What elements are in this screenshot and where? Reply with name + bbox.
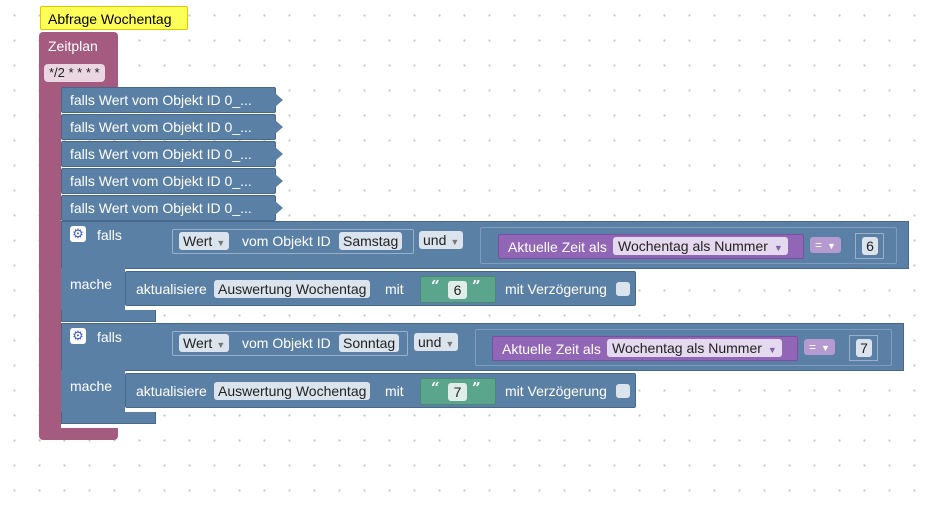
delay-label: mit Verzögerung <box>505 281 607 297</box>
time-format-dropdown[interactable]: Wochentag als Nummer▼ <box>607 339 782 357</box>
close-quote-icon: ” <box>472 379 481 397</box>
trigger-label: falls Wert vom Objekt ID 0_... <box>70 119 252 135</box>
object-id-field[interactable]: Sonntag <box>339 334 400 352</box>
target-object-field[interactable]: Auswertung Wochentag <box>214 280 371 298</box>
update-action-block[interactable] <box>125 271 636 306</box>
compare-operator-dropdown[interactable]: =▼ <box>810 237 841 253</box>
current-time-label: Aktuelle Zeit als <box>508 239 607 255</box>
text-value-field[interactable]: 6 <box>448 281 467 299</box>
trigger-label: falls Wert vom Objekt ID 0_... <box>70 200 252 216</box>
schedule-block-bottom <box>39 428 118 440</box>
object-id-field[interactable]: Samstag <box>339 232 403 250</box>
schedule-block-spine <box>39 90 61 432</box>
trigger-block[interactable]: falls Wert vom Objekt ID 0_... <box>61 87 283 113</box>
gear-icon[interactable]: ⚙ <box>70 226 86 242</box>
update-action-block[interactable] <box>125 373 636 408</box>
close-quote-icon: ” <box>472 277 481 295</box>
trigger-label: falls Wert vom Objekt ID 0_... <box>70 173 252 189</box>
delay-checkbox[interactable] <box>616 384 630 398</box>
trigger-label: falls Wert vom Objekt ID 0_... <box>70 92 252 108</box>
trigger-block[interactable]: falls Wert vom Objekt ID 0_... <box>61 195 283 221</box>
compare-operator-dropdown[interactable]: =▼ <box>804 339 835 355</box>
schedule-title: Zeitplan <box>48 38 98 54</box>
cron-field[interactable]: */2 * * * * <box>44 64 105 82</box>
value-dropdown[interactable]: Wert▼ <box>179 232 230 250</box>
update-label: aktualisiere <box>136 281 207 297</box>
schedule-block[interactable] <box>39 32 118 94</box>
logic-dropdown[interactable]: und▼ <box>414 333 459 351</box>
delay-label: mit Verzögerung <box>505 383 607 399</box>
trigger-block[interactable]: falls Wert vom Objekt ID 0_... <box>61 168 283 194</box>
target-object-field[interactable]: Auswertung Wochentag <box>214 382 371 400</box>
mit-label: mit <box>385 281 404 297</box>
mache-label: mache <box>70 276 113 292</box>
if-block-footer <box>61 310 156 322</box>
vom-objekt-label: vom Objekt ID <box>242 335 331 351</box>
falls-label: falls <box>97 227 122 243</box>
trigger-block[interactable]: falls Wert vom Objekt ID 0_... <box>61 114 283 140</box>
number-field[interactable]: 7 <box>856 339 872 357</box>
number-field[interactable]: 6 <box>862 237 878 255</box>
value-dropdown[interactable]: Wert▼ <box>179 334 230 352</box>
current-time-label: Aktuelle Zeit als <box>502 341 601 357</box>
mache-label: mache <box>70 378 113 394</box>
falls-label: falls <box>97 329 122 345</box>
trigger-label: falls Wert vom Objekt ID 0_... <box>70 146 252 162</box>
comment-block[interactable]: Abfrage Wochentag <box>40 6 188 30</box>
open-quote-icon: “ <box>431 277 440 295</box>
update-label: aktualisiere <box>136 383 207 399</box>
open-quote-icon: “ <box>431 379 440 397</box>
mit-label: mit <box>385 383 404 399</box>
trigger-block[interactable]: falls Wert vom Objekt ID 0_... <box>61 141 283 167</box>
delay-checkbox[interactable] <box>616 282 630 296</box>
time-format-dropdown[interactable]: Wochentag als Nummer▼ <box>613 237 788 255</box>
gear-icon[interactable]: ⚙ <box>70 328 86 344</box>
vom-objekt-label: vom Objekt ID <box>242 233 331 249</box>
text-value-field[interactable]: 7 <box>448 383 467 401</box>
if-block-footer <box>61 412 156 424</box>
logic-dropdown[interactable]: und▼ <box>419 231 464 249</box>
